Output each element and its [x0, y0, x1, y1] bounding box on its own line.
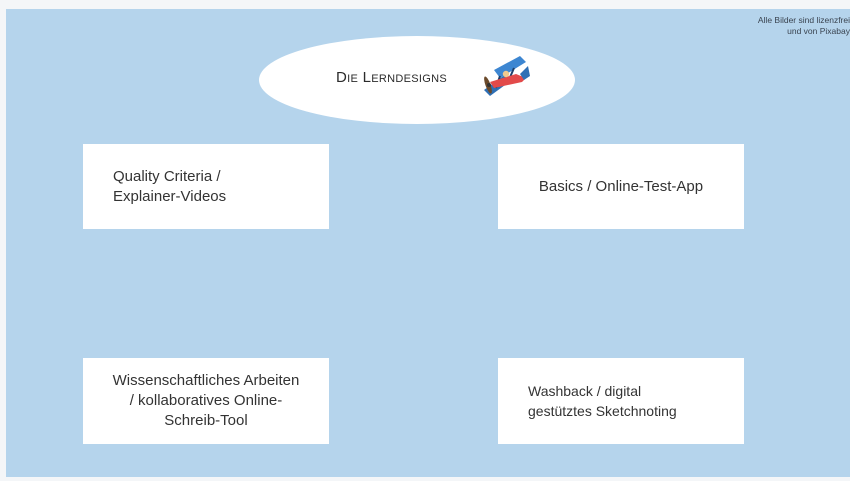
box-line: Wissenschaftliches Arbeiten: [112, 372, 300, 389]
box-line: Quality Criteria /: [113, 167, 221, 185]
box-label: Quality Criteria / Explainer-Videos: [113, 167, 226, 207]
box-line: Washback / digital: [528, 383, 642, 399]
box-washback[interactable]: Washback / digital gestütztes Sketchnoti…: [498, 358, 744, 444]
box-label: Basics / Online-Test-App: [539, 177, 703, 197]
box-wissenschaftliches-arbeiten[interactable]: Wissenschaftliches Arbeiten / kollaborat…: [83, 358, 329, 444]
diagram-title: Die Lerndesigns: [336, 69, 447, 86]
image-credit: Alle Bilder sind lizenzfrei und von Pixa…: [730, 15, 850, 37]
box-line: gestütztes Sketchnoting: [528, 403, 677, 419]
credit-line-2: und von Pixabay: [787, 26, 850, 36]
box-line: Basics / Online-Test-App: [538, 177, 704, 195]
box-line: Schreib-Tool: [164, 412, 248, 429]
box-quality-criteria[interactable]: Quality Criteria / Explainer-Videos: [83, 144, 329, 229]
box-line: Explainer-Videos: [113, 187, 227, 205]
box-basics[interactable]: Basics / Online-Test-App: [498, 144, 744, 229]
box-label: Wissenschaftliches Arbeiten / kollaborat…: [113, 371, 300, 431]
airplane-icon: [484, 56, 530, 96]
box-line: / kollaboratives Online-: [129, 392, 283, 409]
box-label: Washback / digital gestütztes Sketchnoti…: [528, 381, 677, 421]
credit-line-1: Alle Bilder sind lizenzfrei: [757, 15, 850, 25]
